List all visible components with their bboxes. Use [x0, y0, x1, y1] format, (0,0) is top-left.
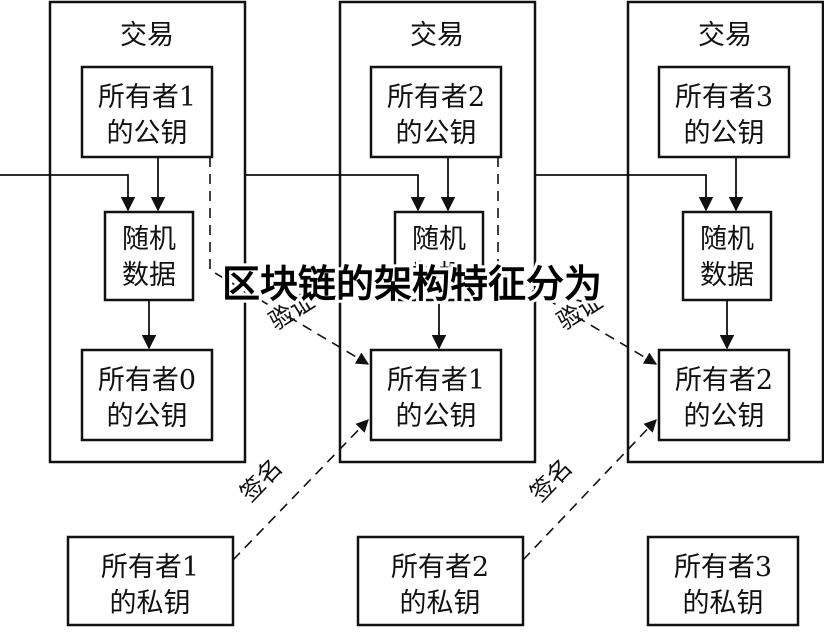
sign-arrow-2 [522, 419, 657, 561]
random-data-line2: 数据 [412, 260, 466, 291]
dashed-arrows [209, 157, 658, 561]
transaction-title: 交易 [120, 20, 174, 51]
transaction-block-2: 交易 所有者2 的公钥 随机 数据 所有者1 的公钥 [338, 0, 537, 464]
private-key-box-1: 所有者1 的私钥 [66, 535, 235, 627]
private-key-line2: 的私钥 [683, 588, 764, 619]
hash-input-arrow [245, 174, 426, 212]
prev-public-key-line1: 所有者2 [675, 365, 773, 396]
owner-public-key-line1: 所有者2 [387, 82, 485, 113]
owner-public-key-line2: 的公钥 [684, 118, 765, 149]
sign-arrow-1 [232, 419, 369, 561]
transaction-block-1: 交易 所有者1 的公钥 随机 数据 所有者0 的公钥 [48, 0, 247, 464]
verify-arrow-1 [209, 157, 370, 365]
random-data-line1: 随机 [700, 224, 754, 255]
prev-public-key-line2: 的公钥 [107, 401, 188, 432]
private-key-box-3: 所有者3 的私钥 [646, 535, 800, 627]
owner-public-key-box [657, 65, 791, 159]
random-data-line2: 数据 [700, 260, 754, 291]
random-data-line2: 数据 [122, 260, 176, 291]
verify-arrow-2 [497, 157, 658, 365]
owner-public-key-line2: 的公钥 [107, 118, 188, 149]
prev-public-key-box [657, 348, 791, 442]
prev-public-key-box [369, 348, 503, 442]
prev-public-key-line1: 所有者1 [387, 365, 485, 396]
watermark-text: 区块链的架构特征分为 [222, 262, 602, 306]
private-key-line1: 所有者2 [391, 552, 489, 583]
owner-public-key-line2: 的公钥 [396, 118, 477, 149]
transaction-block-3: 交易 所有者3 的公钥 随机 数据 所有者2 的公钥 [626, 0, 824, 464]
private-key-line1: 所有者3 [674, 552, 772, 583]
owner-public-key-line1: 所有者3 [675, 82, 773, 113]
hash-input-arrow [0, 174, 136, 212]
prev-public-key-line2: 的公钥 [684, 401, 765, 432]
hash-input-arrow [535, 174, 714, 212]
owner-public-key-box [80, 65, 214, 159]
private-key-line2: 的私钥 [400, 588, 481, 619]
private-key-line2: 的私钥 [110, 588, 191, 619]
transaction-title: 交易 [698, 20, 752, 51]
owner-public-key-line1: 所有者1 [98, 82, 196, 113]
random-data-line1: 随机 [122, 224, 176, 255]
random-data-box [681, 210, 773, 302]
prev-public-key-box [80, 348, 214, 442]
random-data-line1: 随机 [412, 224, 466, 255]
owner-public-key-box [369, 65, 503, 159]
prev-public-key-line1: 所有者0 [98, 365, 196, 396]
solid-arrows [0, 157, 744, 350]
private-key-box-2: 所有者2 的私钥 [356, 535, 525, 627]
prev-public-key-line2: 的公钥 [396, 401, 477, 432]
transaction-title: 交易 [410, 20, 464, 51]
private-key-line1: 所有者1 [101, 552, 199, 583]
